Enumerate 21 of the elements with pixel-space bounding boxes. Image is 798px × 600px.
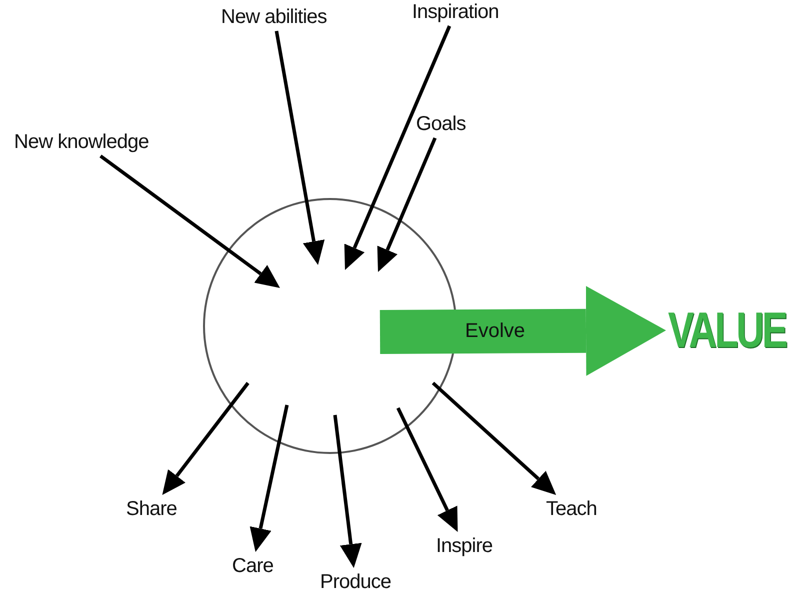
arrow (250, 404, 289, 552)
arrow (274, 30, 325, 265)
node-label: Teach (546, 497, 597, 521)
value-label: VALUE (668, 304, 786, 356)
arrow (162, 382, 250, 495)
node-label: Goals (416, 112, 466, 136)
node-label: Share (126, 497, 177, 521)
circle-outline (203, 198, 457, 454)
node-label: Produce (320, 570, 391, 594)
arrow (100, 154, 280, 288)
node-label: Care (232, 554, 274, 578)
node-label: New knowledge (14, 130, 149, 154)
node-label: New abilities (221, 5, 327, 29)
arrow (333, 414, 362, 568)
block-arrow (380, 286, 666, 376)
arrow (344, 25, 452, 270)
node-label: Inspiration (412, 0, 499, 24)
arrow (377, 137, 437, 272)
arrow (396, 407, 458, 532)
node-label: Inspire (436, 534, 493, 558)
arrow (432, 382, 556, 495)
